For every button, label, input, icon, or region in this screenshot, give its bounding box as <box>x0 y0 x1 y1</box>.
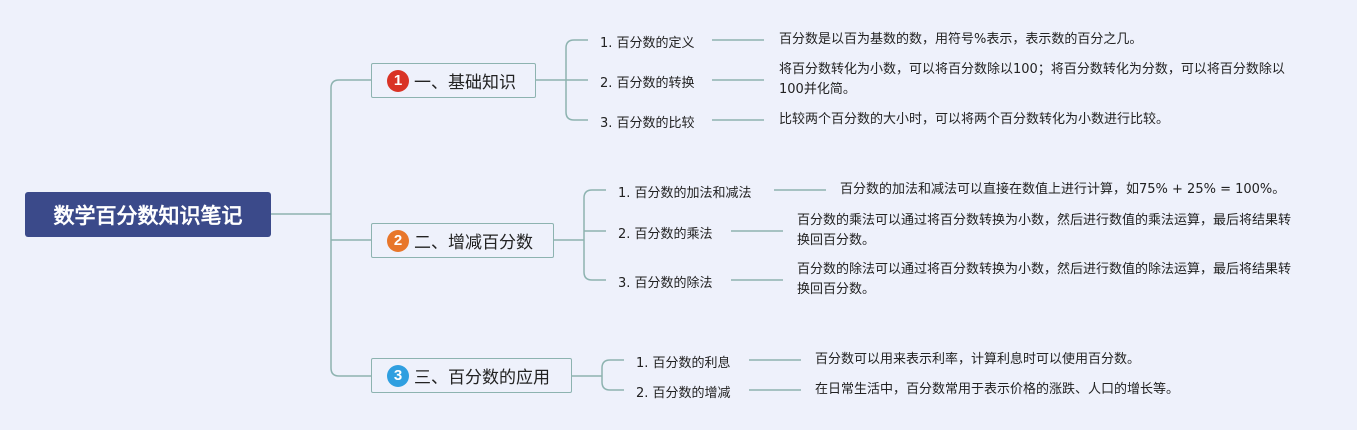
root-topic[interactable]: 数学百分数知识笔记 <box>25 192 271 237</box>
leaf-conversion[interactable]: 2. 百分数的转换 <box>600 76 695 91</box>
leaf-comparison[interactable]: 3. 百分数的比较 <box>600 116 695 131</box>
leaf-multiply-desc: 百分数的乘法可以通过将百分数转换为小数，然后进行数值的乘法运算，最后将结果转换回… <box>797 213 1292 248</box>
leaf-conversion-desc: 将百分数转化为小数，可以将百分数除以100；将百分数转化为分数，可以将百分数除以… <box>779 62 1285 97</box>
leaf-divide[interactable]: 3. 百分数的除法 <box>618 276 713 291</box>
leaf-increase-decrease-desc: 在日常生活中，百分数常用于表示价格的涨跌、人口的增长等。 <box>815 382 1180 397</box>
branch-label: 二、增减百分数 <box>414 233 533 253</box>
leaf-increase-decrease[interactable]: 2. 百分数的增减 <box>636 386 731 401</box>
connector-leaf-3 <box>749 359 801 391</box>
branch-applications[interactable]: 3 三、百分数的应用 <box>371 358 572 393</box>
leaf-definition[interactable]: 1. 百分数的定义 <box>600 36 695 51</box>
leaf-multiply[interactable]: 2. 百分数的乘法 <box>618 227 713 242</box>
branch-operations[interactable]: 2 二、增减百分数 <box>371 223 554 258</box>
number-badge: 2 <box>387 229 409 252</box>
connector-leaf-1 <box>712 39 764 121</box>
branch-basics[interactable]: 1 一、基础知识 <box>371 63 536 98</box>
leaf-add-subtract-desc: 百分数的加法和减法可以直接在数值上进行计算，如75% + 25% = 100%。 <box>840 182 1286 197</box>
branch-label: 一、基础知识 <box>414 73 516 93</box>
connector-branch-1 <box>536 39 588 121</box>
leaf-interest[interactable]: 1. 百分数的利息 <box>636 356 731 371</box>
leaf-comparison-desc: 比较两个百分数的大小时，可以将两个百分数转化为小数进行比较。 <box>779 112 1170 127</box>
root-topic-label: 数学百分数知识笔记 <box>53 203 243 228</box>
connector-branch-2 <box>554 189 606 281</box>
leaf-add-subtract[interactable]: 1. 百分数的加法和减法 <box>618 186 752 201</box>
leaf-definition-desc: 百分数是以百为基数的数，用符号%表示，表示数的百分之几。 <box>779 32 1143 47</box>
number-badge: 1 <box>387 69 409 92</box>
connector-branch-3 <box>572 359 624 391</box>
number-badge: 3 <box>387 364 409 387</box>
leaf-divide-desc: 百分数的除法可以通过将百分数转换为小数，然后进行数值的除法运算，最后将结果转换回… <box>797 262 1292 297</box>
leaf-interest-desc: 百分数可以用来表示利率，计算利息时可以使用百分数。 <box>815 352 1141 367</box>
connector-leaf-2 <box>731 189 826 281</box>
branch-label: 三、百分数的应用 <box>414 368 550 388</box>
connector-trunk <box>330 79 371 377</box>
